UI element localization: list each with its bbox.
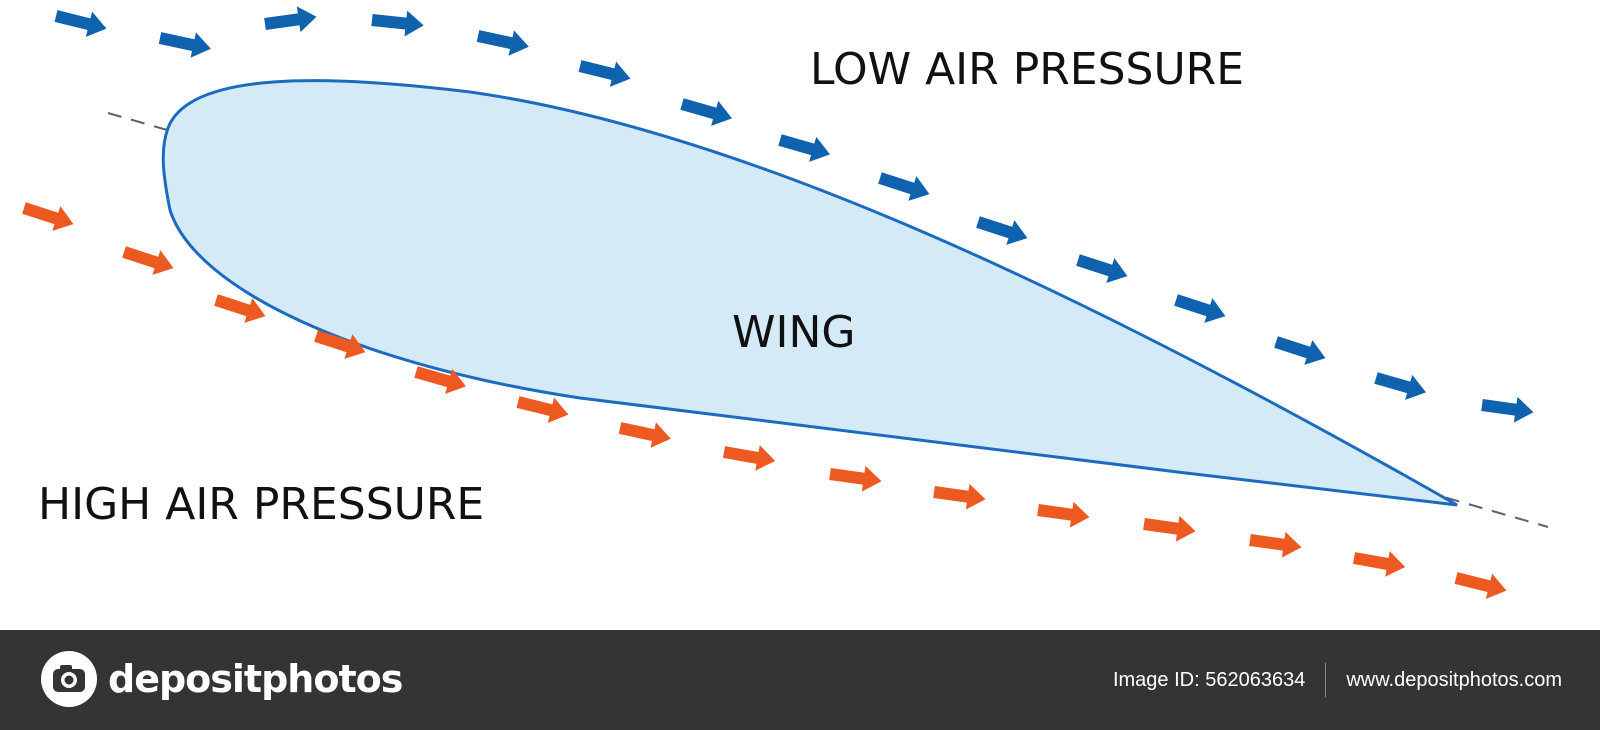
camera-logo-icon	[41, 651, 97, 707]
wing-airfoil	[161, 79, 1458, 507]
lower-flow-arrow	[1454, 572, 1507, 599]
lower-flow-arrow	[1143, 515, 1196, 542]
lower-airflow-arrows	[22, 202, 1507, 599]
upper-airflow-arrows	[54, 6, 1534, 423]
upper-flow-arrow	[1274, 336, 1326, 365]
upper-flow-arrow	[1174, 294, 1226, 323]
upper-flow-arrow	[264, 6, 317, 33]
upper-flow-arrow	[1076, 254, 1128, 283]
lower-flow-arrow	[1352, 551, 1406, 577]
high-pressure-label: HIGH AIR PRESSURE	[38, 479, 484, 530]
lower-flow-arrow	[516, 396, 569, 423]
brand[interactable]: depositphotos	[40, 650, 403, 708]
upper-flow-arrow	[778, 134, 830, 162]
lower-flow-arrow	[414, 366, 466, 394]
lower-flow-arrow	[933, 483, 986, 510]
lower-flow-arrow	[214, 294, 266, 323]
footer-bar: depositphotos Image ID: 562063634 www.de…	[0, 630, 1600, 730]
upper-flow-arrow	[1374, 372, 1426, 400]
lower-flow-arrow	[618, 422, 671, 448]
upper-flow-arrow	[158, 32, 211, 58]
lower-flow-arrow	[829, 465, 882, 492]
site-url[interactable]: www.depositphotos.com	[1346, 668, 1562, 691]
upper-flow-arrow	[878, 172, 930, 201]
lower-flow-arrow	[1249, 531, 1302, 558]
lower-flow-arrow	[314, 330, 366, 359]
meta-divider	[1325, 663, 1327, 697]
upper-flow-arrow	[680, 98, 732, 126]
image-id: Image ID: 562063634	[1112, 668, 1306, 691]
airfoil-diagram: LOW AIR PRESSURE WING HIGH AIR PRESSURE	[22, 6, 1549, 599]
lower-flow-arrow	[1037, 501, 1090, 528]
brand-name: depositphotos	[108, 657, 403, 701]
lower-flow-arrow	[722, 445, 776, 471]
low-pressure-label: LOW AIR PRESSURE	[810, 44, 1244, 95]
upper-flow-arrow	[476, 30, 529, 56]
upper-flow-arrow	[54, 10, 107, 37]
upper-flow-arrow	[1481, 396, 1534, 423]
upper-flow-arrow	[578, 60, 631, 87]
upper-flow-arrow	[371, 10, 424, 37]
lower-flow-arrow	[22, 202, 74, 231]
upper-flow-arrow	[976, 216, 1028, 245]
wing-label: WING	[732, 307, 856, 358]
lower-flow-arrow	[122, 246, 174, 275]
